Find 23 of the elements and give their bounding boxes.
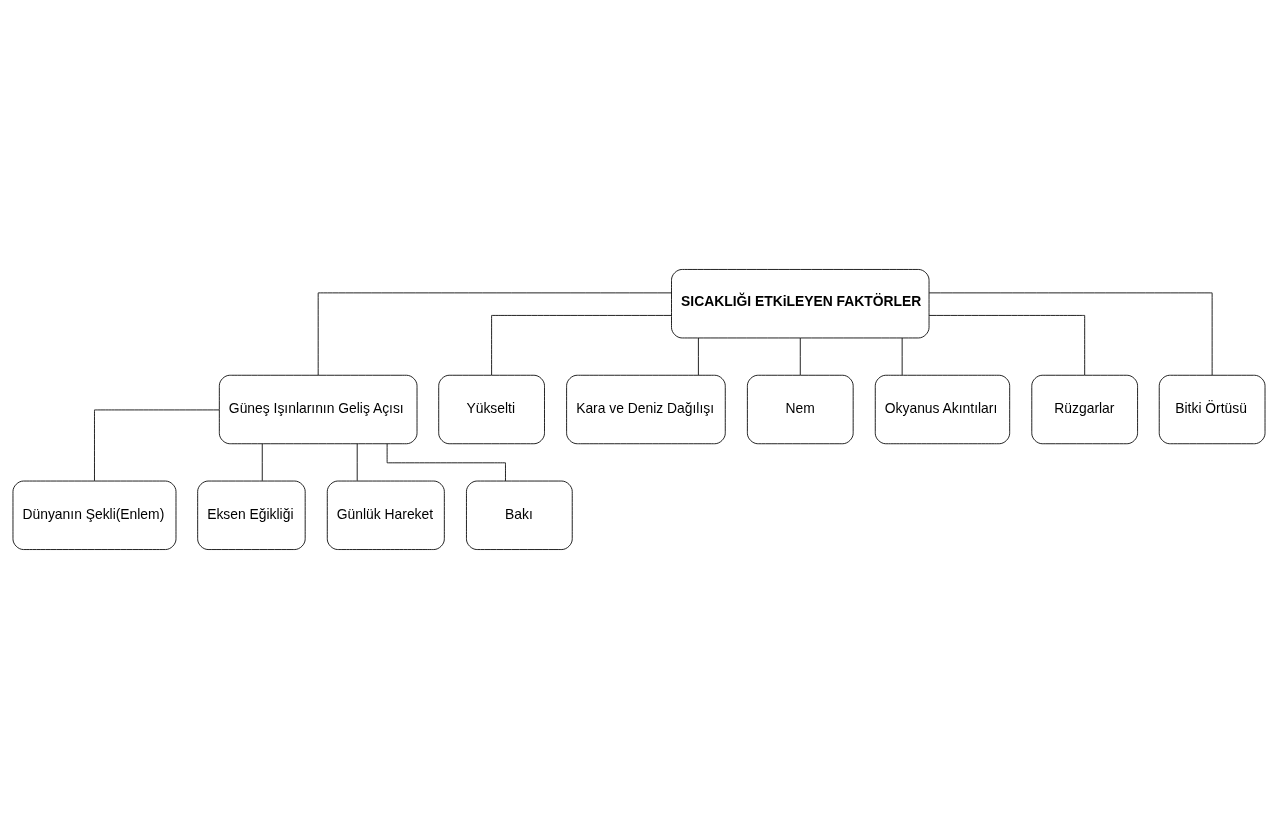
node-box: Günlük Hareket: [326, 480, 445, 550]
node-box: Rüzgarlar: [1031, 374, 1138, 445]
connector: [386, 443, 506, 482]
connector: [799, 337, 801, 376]
node-box: Bitki Örtüsü: [1158, 374, 1266, 445]
connector: [356, 443, 358, 482]
node-box: Okyanus Akıntıları: [874, 374, 1011, 445]
connector: [317, 292, 672, 376]
connector: [697, 337, 699, 376]
connector: [261, 443, 263, 482]
node-box: SICAKLIĞI ETKiLEYEN FAKTÖRLER: [671, 269, 930, 339]
connector: [94, 409, 220, 482]
node-box: Kara ve Deniz Dağılışı: [566, 374, 726, 445]
connector: [901, 337, 903, 376]
connector: [928, 315, 1086, 376]
node-box: Güneş Işınlarının Geliş Açısı: [218, 374, 418, 445]
connector: [928, 292, 1213, 376]
node-box: Nem: [746, 374, 854, 445]
node-box: Yükselti: [438, 374, 545, 445]
node-box: Eksen Eğikliği: [197, 480, 306, 550]
connector: [491, 315, 672, 376]
node-box: Bakı: [466, 480, 573, 550]
node-box: Dünyanın Şekli(Enlem): [12, 480, 177, 550]
